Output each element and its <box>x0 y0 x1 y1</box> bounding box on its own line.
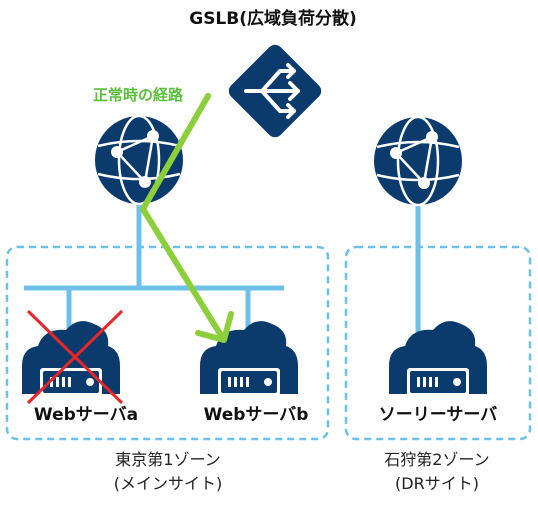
normal-route-arrow <box>140 93 234 343</box>
server-b-label: Webサーバb <box>204 405 309 425</box>
server-a-label: Webサーバa <box>34 405 138 425</box>
zone-tokyo-name: 東京第1ゾーン <box>115 450 220 469</box>
zone-ishikari-name: 石狩第2ゾーン <box>384 450 489 469</box>
zone-tokyo-subtitle: (メインサイト) <box>114 474 223 493</box>
zone-box-ishikari <box>344 245 532 441</box>
down-cross-icon <box>26 309 124 405</box>
zone-ishikari-subtitle: (DRサイト) <box>395 474 479 493</box>
globe-icon-ishikari <box>372 115 464 207</box>
route-label: 正常時の経路 <box>93 86 184 104</box>
sorry-server-label: ソーリーサーバ <box>379 405 498 425</box>
diagram-title: GSLB(広域負荷分散) <box>189 8 357 29</box>
cloud-server-icon-sorry <box>389 321 487 396</box>
network-lines <box>24 195 421 332</box>
gslb-router-icon <box>228 44 322 138</box>
cloud-server-icon-b <box>200 321 298 396</box>
